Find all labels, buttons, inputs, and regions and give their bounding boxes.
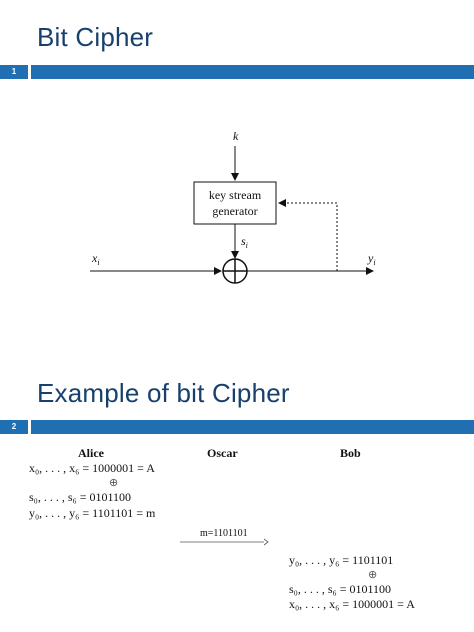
slide-2: Example of bit Cipher 2 Alice Oscar Bob … (0, 316, 474, 632)
input-label: xi (91, 251, 100, 267)
bob-line-keystream: s₀, . . . , s₆ = 0101100 (289, 582, 392, 596)
feedback-arrow (278, 199, 338, 271)
slide-title: Bit Cipher (37, 22, 154, 52)
output-label: yi (367, 251, 376, 267)
title-band (31, 65, 474, 79)
bob-line-plaintext: x₀, . . . , x₆ = 1000001 = A (289, 597, 415, 611)
box-label-line2: generator (212, 204, 257, 218)
slide-number: 2 (0, 420, 28, 434)
slide-1: Bit Cipher 1 k key stream generator si x… (0, 22, 474, 284)
slide-title: Example of bit Cipher (37, 378, 290, 408)
arrowhead-icon (263, 538, 269, 546)
alice-line-ciphertext: y₀, . . . , y₆ = 1101101 = m (29, 506, 156, 520)
slide-number: 1 (0, 65, 28, 79)
key-label: k (233, 129, 239, 143)
transmitted-ciphertext: m=1101101 (200, 528, 248, 539)
bob-line-ciphertext: y₀, . . . , y₆ = 1101101 (289, 553, 394, 567)
stream-label: si (241, 234, 248, 250)
bob-xor-icon: ⊕ (368, 569, 378, 581)
alice-line-plaintext: x₀, . . . , x₆ = 1000001 = A (29, 461, 155, 475)
bit-cipher-diagram: k key stream generator si xi yi (90, 129, 376, 284)
xor-circle-icon (222, 258, 248, 284)
title-band (31, 420, 474, 434)
box-label-line1: key stream (209, 188, 262, 202)
key-stream-generator-box (193, 181, 277, 225)
alice-header: Alice (78, 446, 104, 460)
oscar-header: Oscar (207, 446, 238, 460)
bob-header: Bob (340, 446, 361, 460)
alice-line-keystream: s₀, . . . , s₆ = 0101100 (29, 490, 132, 504)
alice-xor-icon: ⊕ (109, 477, 119, 489)
